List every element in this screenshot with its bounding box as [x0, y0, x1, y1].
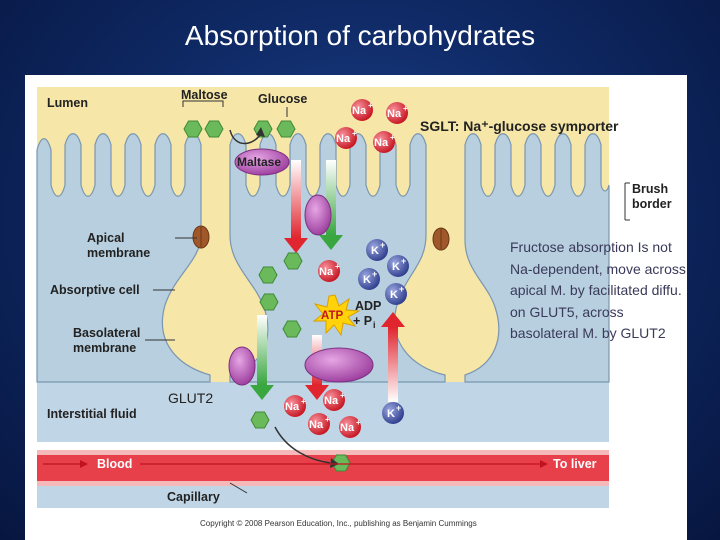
svg-text:+: + — [340, 391, 345, 400]
svg-text:+: + — [390, 133, 395, 142]
glucose-label: Glucose — [258, 92, 307, 106]
svg-text:K: K — [371, 245, 379, 257]
svg-text:Na: Na — [324, 395, 339, 407]
svg-text:+: + — [301, 397, 306, 406]
adp-label: ADP — [355, 299, 381, 313]
svg-text:Na: Na — [319, 266, 334, 278]
copyright-text: Copyright © 2008 Pearson Education, Inc.… — [200, 519, 477, 528]
sodium-ion: Na+ — [323, 389, 345, 411]
svg-text:K: K — [387, 408, 395, 420]
cell-right — [464, 133, 610, 383]
svg-text:Na: Na — [387, 108, 402, 120]
potassium-influx-arrow — [388, 327, 398, 402]
svg-text:+: + — [401, 256, 406, 266]
sglt-annotation: SGLT: Na⁺-glucose symporter — [420, 118, 619, 134]
svg-text:Na: Na — [309, 419, 324, 431]
svg-text:+: + — [325, 415, 330, 424]
slide-title: Absorption of carbohydrates — [184, 20, 536, 51]
glut2-annotation: GLUT2 — [168, 390, 214, 406]
capillary-label: Capillary — [167, 490, 220, 504]
na-k-pump — [304, 347, 374, 383]
svg-text:+: + — [399, 284, 404, 294]
svg-text:+: + — [396, 403, 401, 413]
glucose-molecule — [276, 120, 296, 138]
absorption-diagram: ATP ADP + P i Na+ Na+ Na+ Na+ Na+ Na+ Na… — [36, 87, 672, 528]
basolateral-membrane-label-1: Basolateral — [73, 326, 140, 340]
potassium-ion: K+ — [366, 239, 388, 261]
apical-membrane-label-2: membrane — [87, 246, 150, 260]
potassium-ion: K+ — [358, 268, 380, 290]
glucose-molecule — [204, 120, 224, 138]
svg-text:+: + — [356, 418, 361, 427]
basolateral-membrane-label-2: membrane — [73, 341, 136, 355]
svg-text:+: + — [352, 129, 357, 138]
blood-band — [37, 455, 609, 481]
sodium-ion: Na+ — [351, 99, 373, 121]
svg-text:+: + — [380, 240, 385, 250]
sodium-ion: Na+ — [335, 127, 357, 149]
glucose-molecule — [282, 320, 302, 338]
pi-label: + P — [353, 314, 372, 328]
svg-text:+: + — [368, 101, 373, 110]
potassium-ion: K+ — [382, 402, 404, 424]
to-liver-label: To liver — [553, 457, 597, 471]
svg-text:Na: Na — [352, 105, 367, 117]
glucose-efflux-arrow — [257, 315, 267, 385]
diagram-panel: ATP ADP + P i Na+ Na+ Na+ Na+ Na+ Na+ Na… — [25, 75, 687, 540]
maltase-label: Maltase — [237, 155, 281, 169]
sodium-ion: Na+ — [386, 102, 408, 124]
sodium-influx-arrow — [291, 160, 301, 238]
glucose-molecule — [259, 293, 279, 311]
sglt-transporter — [304, 194, 332, 236]
maltose-label: Maltose — [181, 88, 228, 102]
sodium-ion: Na+ — [373, 131, 395, 153]
svg-text:Na: Na — [374, 137, 389, 149]
sodium-ion: Na+ — [284, 395, 306, 417]
svg-text:+: + — [372, 269, 377, 279]
glucose-molecule — [250, 411, 270, 429]
glut2-transporter — [228, 346, 256, 386]
svg-text:Na: Na — [340, 422, 355, 434]
atp-label: ATP — [321, 310, 343, 322]
maltase-enzyme — [234, 148, 290, 176]
svg-text:+: + — [335, 262, 340, 271]
svg-text:K: K — [390, 289, 398, 301]
potassium-ion: K+ — [385, 283, 407, 305]
svg-text:Na: Na — [336, 133, 351, 145]
svg-text:Na: Na — [285, 401, 300, 413]
svg-text:K: K — [363, 274, 371, 286]
pi-subscript: i — [373, 320, 376, 330]
sodium-ion: Na+ — [308, 413, 330, 435]
brush-border-label-2: border — [632, 197, 672, 211]
brush-border-label-1: Brush — [632, 182, 668, 196]
potassium-ion: K+ — [387, 255, 409, 277]
lumen-label: Lumen — [47, 96, 88, 110]
glucose-molecule — [258, 266, 278, 284]
glucose-molecule — [283, 252, 303, 270]
atp-burst — [312, 294, 361, 337]
interstitial-fluid-label: Interstitial fluid — [47, 407, 137, 421]
fructose-annotation: Fructose absorption Is not Na-dependent,… — [510, 239, 686, 341]
svg-text:K: K — [392, 261, 400, 273]
blood-label: Blood — [97, 457, 132, 471]
sodium-ion: Na+ — [339, 416, 361, 438]
absorptive-cell-label: Absorptive cell — [50, 283, 140, 297]
glucose-influx-arrow — [326, 160, 336, 235]
apical-membrane-label-1: Apical — [87, 231, 125, 245]
svg-text:+: + — [403, 104, 408, 113]
glucose-molecule — [183, 120, 203, 138]
sodium-ion: Na+ — [318, 260, 340, 282]
